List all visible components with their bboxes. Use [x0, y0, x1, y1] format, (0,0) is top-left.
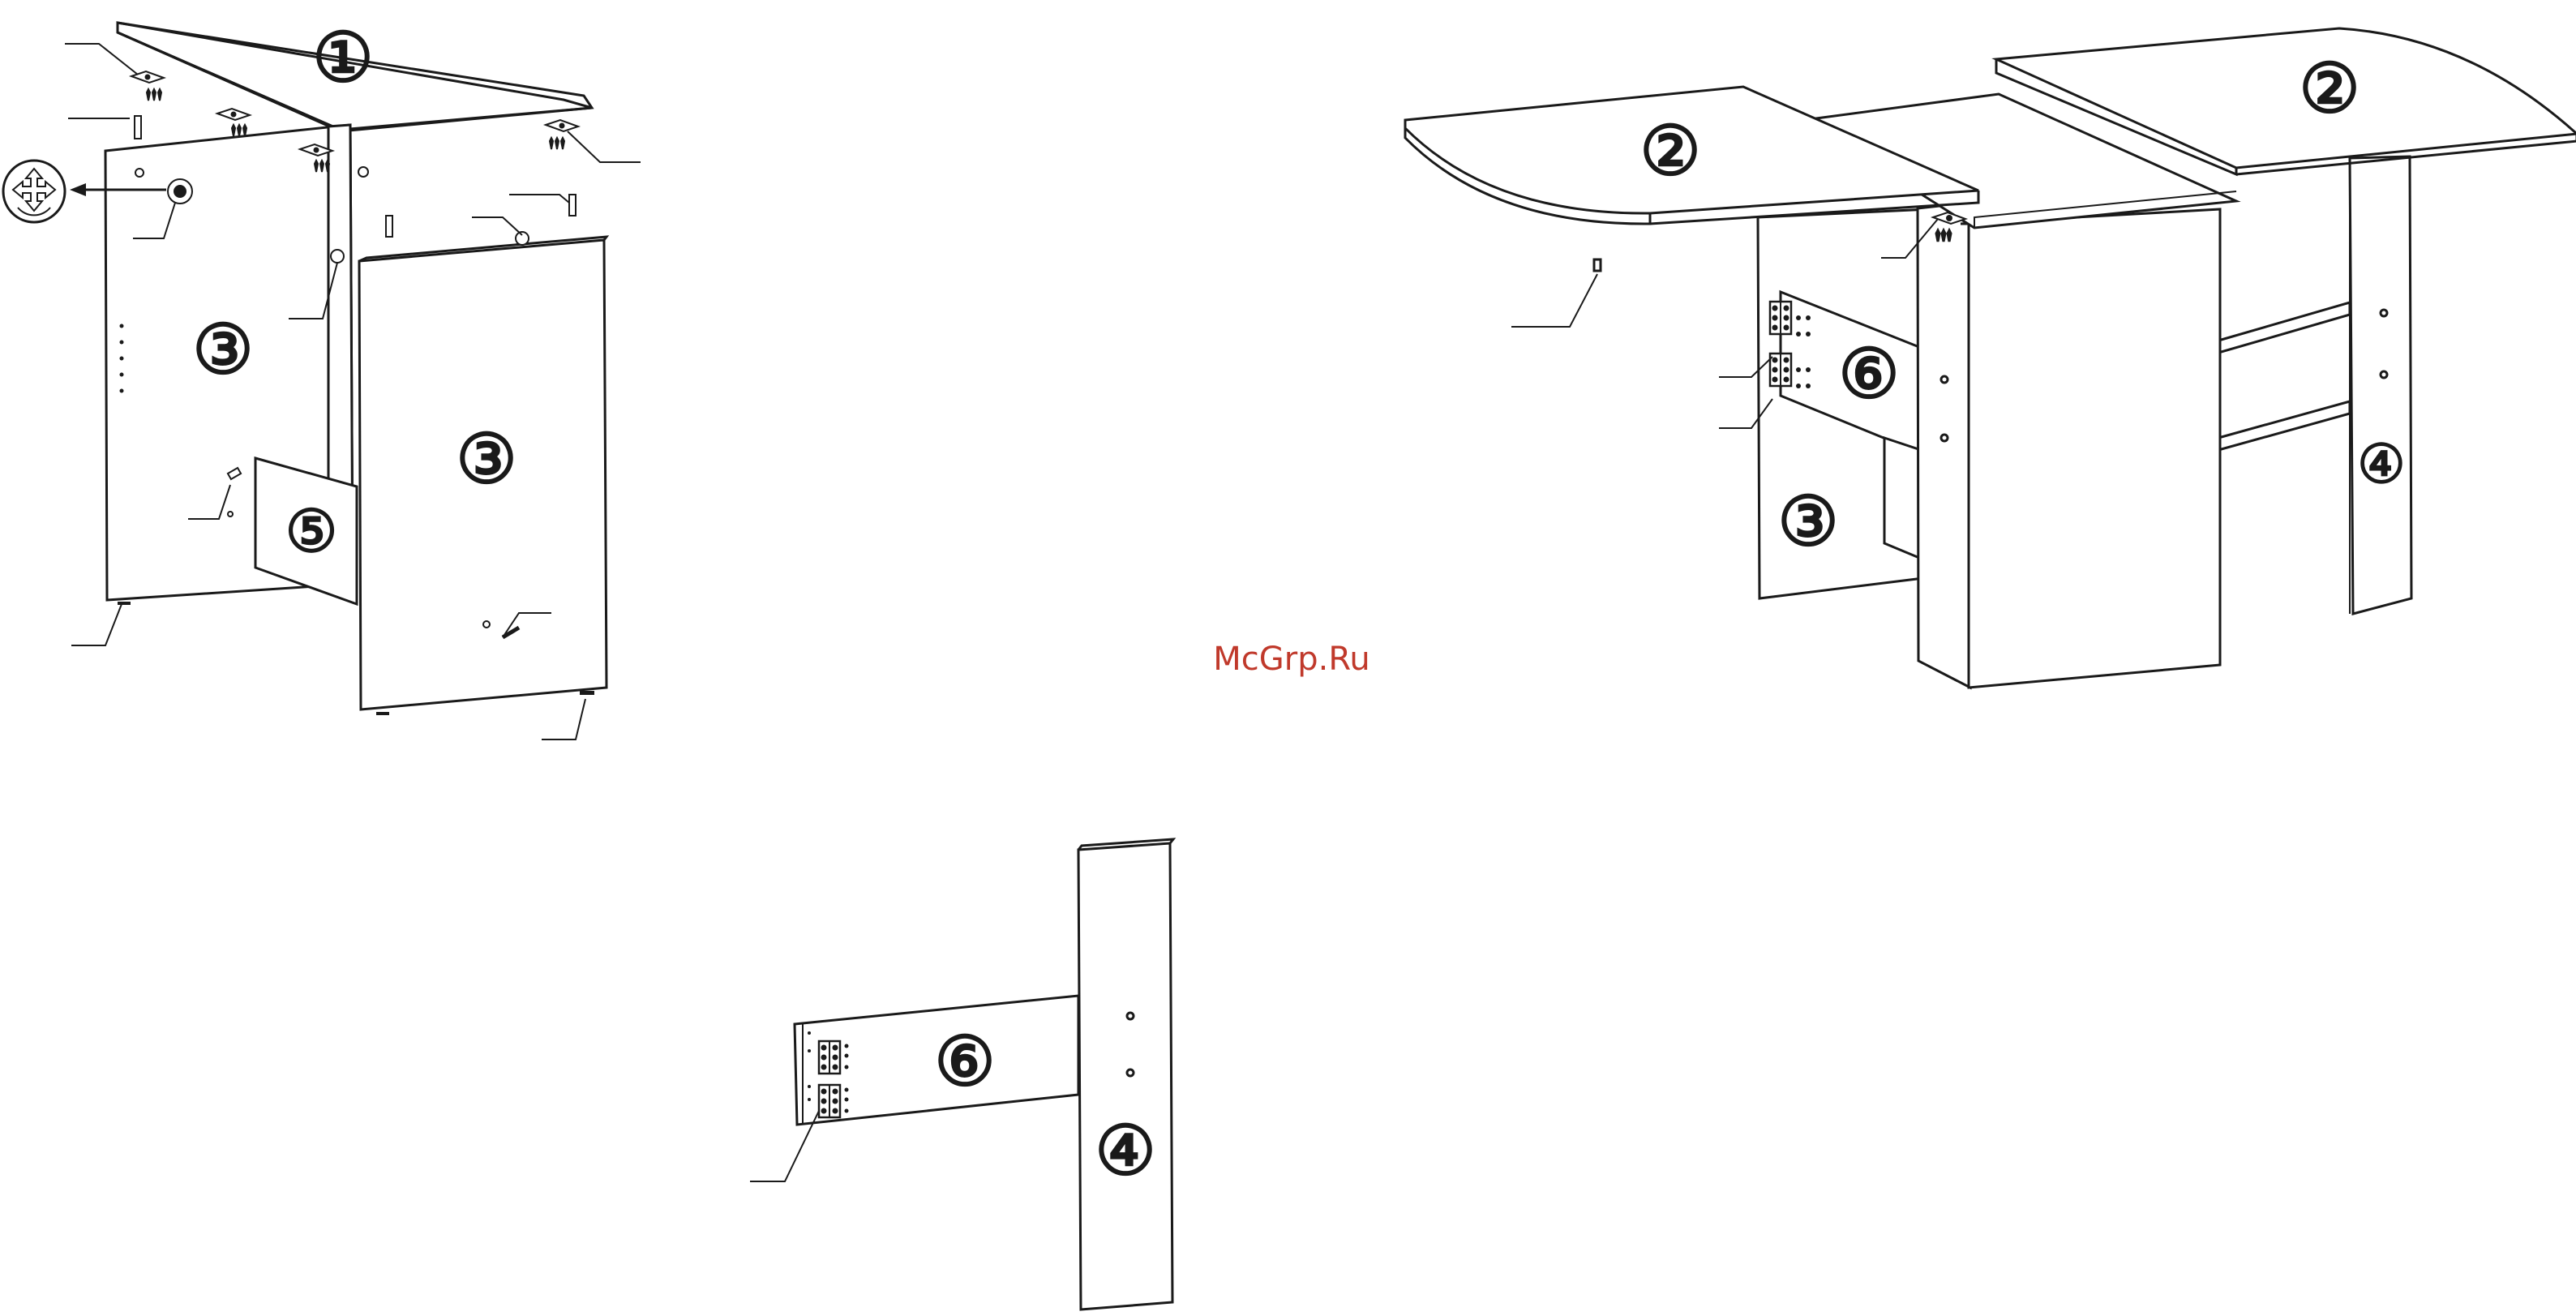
leg-4 — [2350, 156, 2411, 614]
figure-3-complete-table — [1405, 28, 2576, 688]
part-label-1: ① — [312, 17, 373, 97]
figure-1-carcass — [105, 23, 606, 715]
foot — [580, 691, 594, 695]
hole — [1941, 435, 1948, 441]
dowel-icon — [1594, 259, 1601, 271]
dowel-icon — [569, 195, 576, 216]
watermark: McGrp.Ru — [1213, 641, 1369, 678]
turn-arrows-icon — [3, 161, 65, 222]
arrow-head — [70, 183, 86, 196]
hinge-icon — [819, 1085, 840, 1117]
rail-6 — [2218, 401, 2350, 450]
screw-icon — [315, 161, 329, 172]
foot — [376, 712, 389, 715]
hole — [483, 621, 490, 628]
screw-icon — [1936, 230, 1951, 242]
hinge-icon — [1770, 302, 1791, 334]
leg-4 — [1078, 839, 1173, 1310]
hole — [1127, 1013, 1134, 1019]
dowel-icon — [386, 216, 392, 237]
cam-hole — [135, 169, 144, 177]
hole — [2381, 371, 2387, 378]
cam-lock — [174, 186, 186, 197]
part-label-2: ② — [1639, 110, 1700, 191]
part-label-2: ② — [2299, 48, 2360, 128]
part-label-3: ③ — [1777, 481, 1838, 561]
part-label-5: ⑤ — [285, 496, 338, 565]
hole — [228, 512, 233, 517]
hinge-icon — [1770, 354, 1791, 386]
body-front-panel — [1918, 203, 2220, 688]
rail — [2218, 302, 2350, 353]
bracket-icon — [217, 109, 250, 120]
part-label-3: ③ — [192, 309, 253, 389]
cam-hole — [358, 167, 368, 177]
part-label-6: ⑥ — [1838, 333, 1899, 414]
hole — [2381, 310, 2387, 316]
hole — [1127, 1070, 1134, 1076]
screw-icon — [550, 138, 564, 149]
dowel-icon — [135, 116, 141, 139]
foot — [118, 602, 131, 605]
screw-icon — [232, 125, 246, 136]
part-label-3: ③ — [456, 418, 516, 499]
part-label-4: ④ — [2357, 432, 2405, 495]
hole — [1941, 376, 1948, 383]
screw-icon — [147, 89, 161, 101]
hinge-icon — [819, 1041, 840, 1074]
cam-lock — [331, 250, 344, 263]
bracket-icon — [546, 120, 578, 131]
part-label-6: ⑥ — [934, 1021, 995, 1101]
part-label-4: ④ — [1095, 1110, 1155, 1190]
cam-lock — [516, 232, 529, 245]
